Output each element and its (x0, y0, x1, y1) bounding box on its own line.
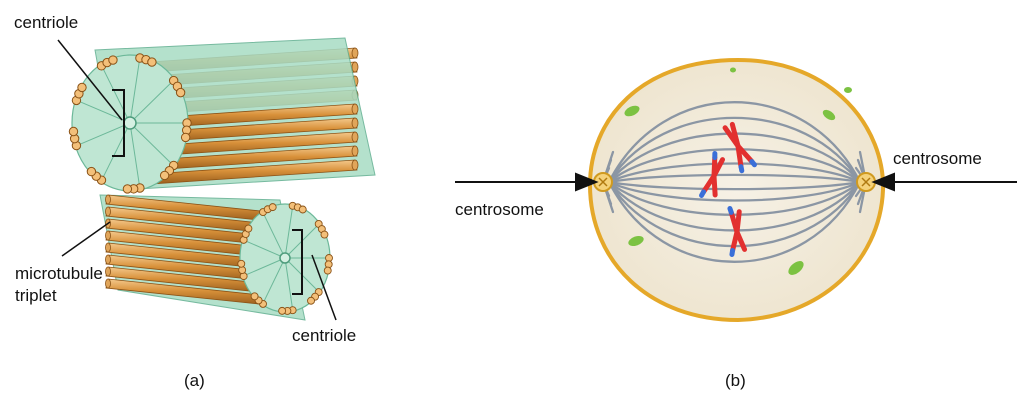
label-right-centrosome: centrosome (893, 149, 982, 169)
label-bottom-centriole: centriole (292, 326, 356, 346)
panel-b-spindle-cell (455, 60, 1017, 320)
microtubule-leader (62, 222, 110, 256)
caption-a: (a) (184, 371, 205, 391)
caption-b: (b) (725, 371, 746, 391)
top-centriole-cylinder (69, 38, 375, 193)
organelle (844, 87, 852, 93)
label-left-centrosome: centrosome (455, 200, 544, 220)
organelle (730, 68, 736, 73)
label-microtubule-line1: microtubule (15, 264, 103, 284)
panel-a-centrioles (58, 38, 375, 320)
label-top-centriole: centriole (14, 13, 78, 33)
bottom-centriole-cylinder (100, 195, 333, 320)
label-microtubule-line2: triplet (15, 286, 57, 306)
